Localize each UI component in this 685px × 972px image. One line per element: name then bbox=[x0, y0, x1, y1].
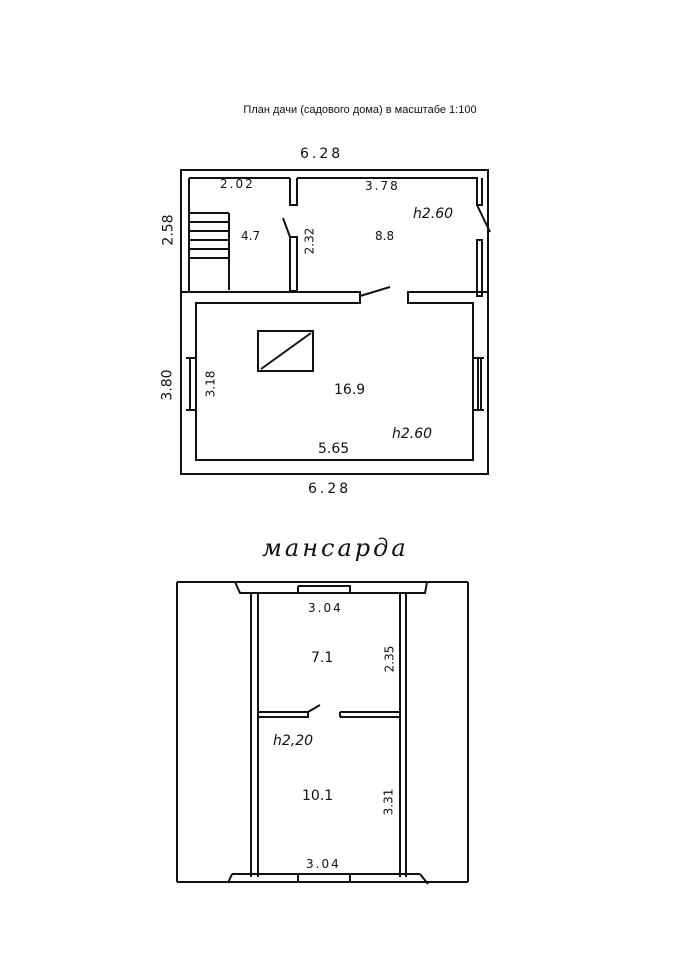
attic-room1-width: 3.04 bbox=[308, 601, 343, 615]
main-room-area: 16.9 bbox=[334, 382, 366, 398]
attic-room2-width: 3.04 bbox=[306, 857, 341, 871]
main-room-height: h2.60 bbox=[392, 426, 433, 442]
attic-room2-area: 10.1 bbox=[302, 788, 334, 804]
plan-title: План дачи (садового дома) в масштабе 1:1… bbox=[243, 104, 477, 116]
stove-icon bbox=[257, 330, 314, 372]
stairs-icon bbox=[189, 212, 230, 290]
stair-room-width: 2.02 bbox=[220, 177, 255, 191]
left-height-bottom: 3.80 bbox=[159, 369, 176, 401]
main-room-width: 5.65 bbox=[318, 441, 350, 457]
main-room-depth: 3.18 bbox=[203, 370, 218, 398]
room2-width: 3.78 bbox=[365, 179, 400, 193]
room2-height: h2.60 bbox=[413, 206, 454, 222]
attic-room1-depth: 2.35 bbox=[382, 645, 397, 673]
attic-room2-depth: 3.31 bbox=[381, 788, 396, 816]
attic-label: мансарда bbox=[262, 534, 409, 562]
attic-room2-height: h2,20 bbox=[273, 733, 314, 749]
attic-room1-area: 7.1 bbox=[311, 650, 334, 666]
ground-floor-outer-wall bbox=[180, 169, 489, 475]
top-width-label: 6.28 bbox=[300, 146, 344, 162]
stair-room-depth: 2.32 bbox=[302, 227, 317, 255]
room2-area: 8.8 bbox=[375, 229, 395, 243]
stair-room-area: 4.7 bbox=[241, 229, 261, 243]
left-height-top: 2.58 bbox=[160, 214, 177, 246]
bottom-width-label: 6.28 bbox=[308, 481, 352, 497]
attic-outer-wall bbox=[176, 581, 469, 883]
